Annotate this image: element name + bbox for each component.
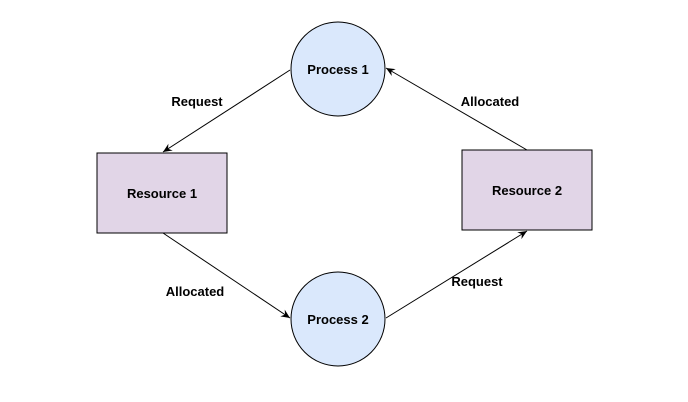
- edge-resource1-to-process2: [162, 232, 291, 319]
- process-1-label: Process 1: [307, 62, 368, 77]
- resource-1-label: Resource 1: [127, 186, 197, 201]
- resource-2-node: Resource 2: [461, 149, 593, 231]
- edge-resource2-to-process1: [385, 67, 528, 151]
- edge-label-p1-r1: Request: [171, 94, 223, 109]
- edge-label-p2-r2: Request: [451, 274, 503, 289]
- edge-process1-to-resource1: [162, 69, 291, 153]
- resource-1-node: Resource 1: [96, 152, 228, 234]
- edge-label-r1-p2: Allocated: [166, 284, 225, 299]
- resource-2-label: Resource 2: [492, 183, 562, 198]
- process-2-label: Process 2: [307, 312, 368, 327]
- edge-process2-to-resource2: [385, 230, 528, 319]
- edge-label-r2-p1: Allocated: [461, 94, 520, 109]
- process-2-node: Process 2: [290, 271, 386, 367]
- process-1-node: Process 1: [290, 21, 386, 117]
